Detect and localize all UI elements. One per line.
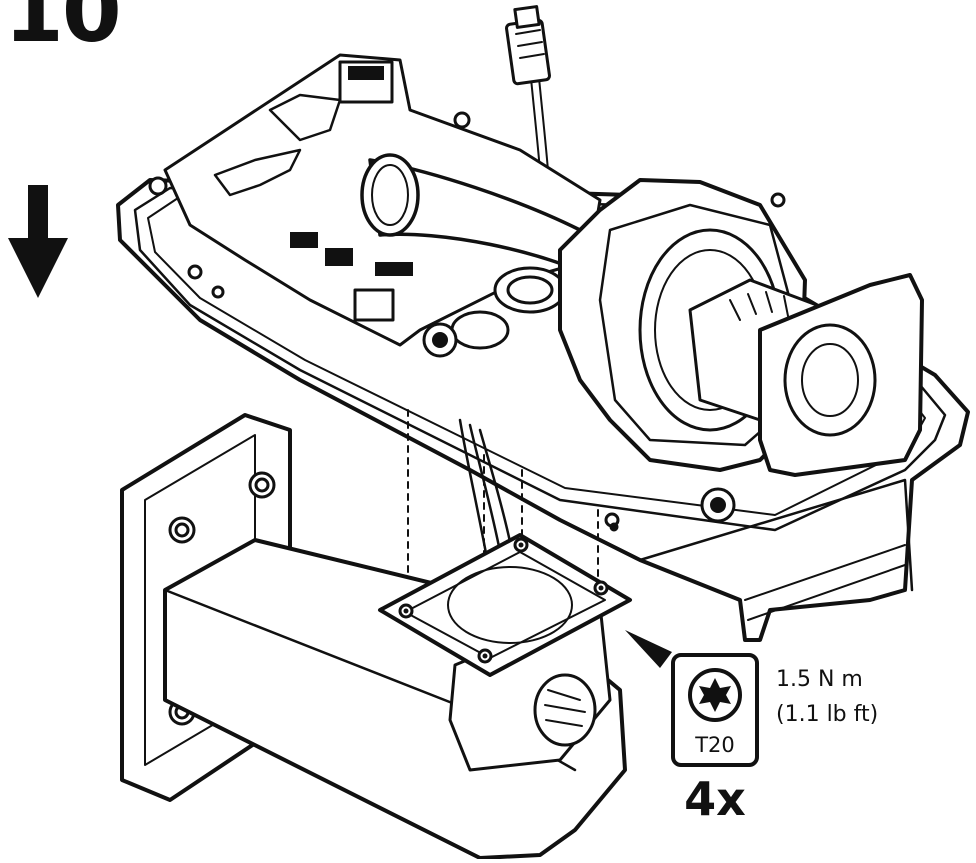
wall-bracket bbox=[120, 413, 632, 860]
cable-grommet bbox=[422, 266, 736, 523]
arrow-down-icon bbox=[8, 185, 68, 298]
tool-bit-label: T20 bbox=[695, 733, 735, 757]
torque-spec: 1.5 N m (1.1 lb ft) bbox=[776, 662, 878, 732]
cable-conduit bbox=[360, 153, 602, 282]
torque-imperial: (1.1 lb ft) bbox=[776, 702, 879, 727]
camera-module bbox=[558, 178, 924, 477]
callout-pointer bbox=[625, 630, 672, 668]
torx-bit-icon bbox=[671, 653, 759, 767]
step-number: 10 bbox=[4, 0, 122, 62]
torque-metric: 1.5 N m bbox=[776, 667, 863, 692]
screw-quantity: 4x bbox=[684, 772, 746, 826]
